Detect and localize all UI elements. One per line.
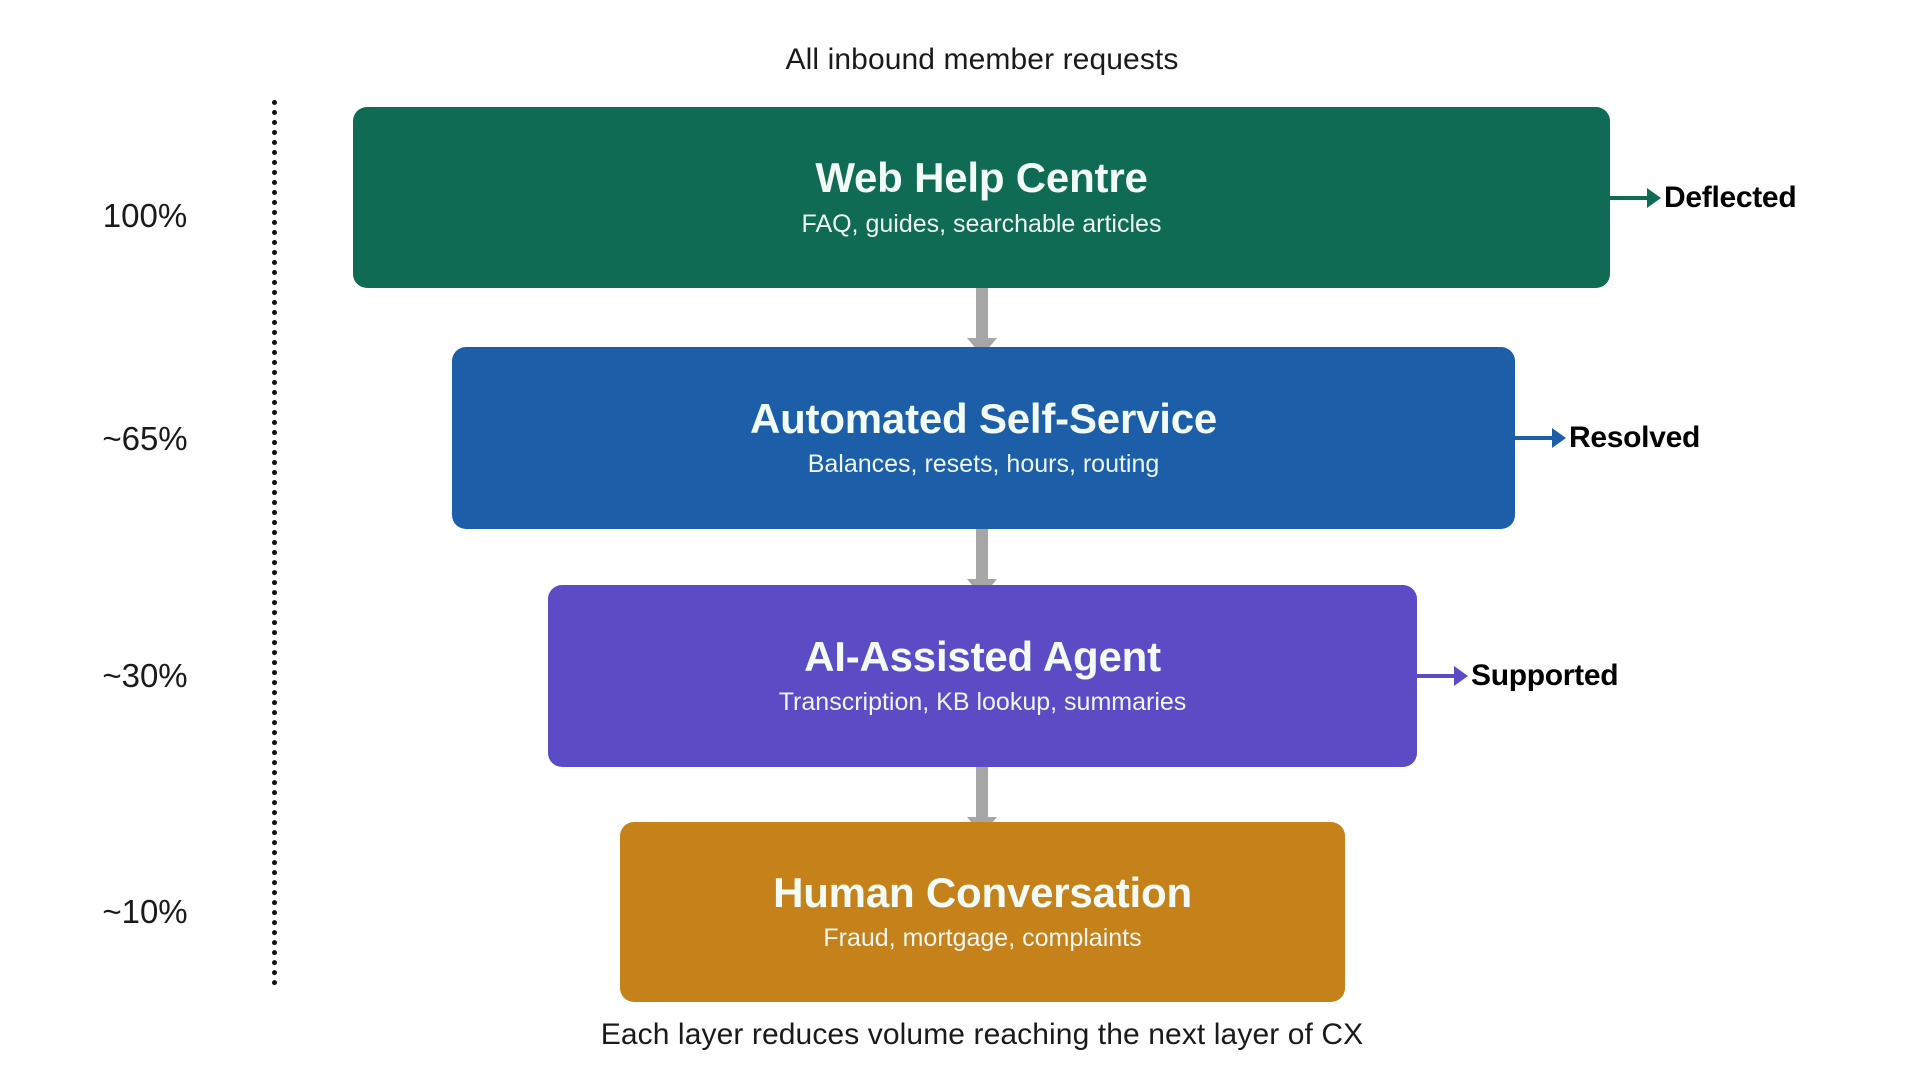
- pct-label-layer-3: ~30%: [102, 657, 188, 694]
- funnel-layer-ai-assisted-agent[interactable]: AI-Assisted Agent Transcription, KB look…: [548, 585, 1417, 767]
- resolved-arrow-line: [1515, 436, 1553, 440]
- layer-1-subtitle: FAQ, guides, searchable articles: [801, 209, 1162, 238]
- funnel-layer-human-conversation[interactable]: Human Conversation Fraud, mortgage, comp…: [620, 822, 1345, 1002]
- supported-arrow-line: [1417, 674, 1455, 678]
- bottom-caption-text: Each layer reduces volume reaching the n…: [600, 1018, 1364, 1051]
- connector-arrow-3: [976, 767, 988, 819]
- connector-arrow-2: [976, 529, 988, 581]
- outcome-resolved: Resolved: [1515, 418, 1700, 458]
- pct-label-layer-2: ~65%: [102, 420, 188, 457]
- layer-3-title: AI-Assisted Agent: [804, 632, 1161, 680]
- deflected-arrow-icon: [1647, 188, 1661, 208]
- outcome-label-deflected: Deflected: [1664, 181, 1797, 214]
- deflected-arrow-line: [1610, 196, 1648, 200]
- layer-3-subtitle: Transcription, KB lookup, summaries: [778, 688, 1187, 717]
- outcome-label-resolved: Resolved: [1569, 421, 1700, 454]
- layer-4-title: Human Conversation: [773, 868, 1192, 916]
- outcome-supported: Supported: [1417, 656, 1619, 696]
- pct-label-layer-4: ~10%: [102, 893, 188, 930]
- funnel-layer-web-help-centre[interactable]: Web Help Centre FAQ, guides, searchable …: [353, 107, 1610, 288]
- pct-label-layer-1: 100%: [102, 197, 188, 234]
- dotted-scale-axis: [272, 100, 277, 986]
- layer-4-subtitle: Fraud, mortgage, complaints: [823, 924, 1142, 953]
- layer-2-title: Automated Self-Service: [749, 394, 1218, 442]
- supported-arrow-icon: [1454, 666, 1468, 686]
- bottom-caption: Each layer reduces volume reaching the n…: [0, 1018, 1920, 1052]
- outcome-deflected: Deflected: [1610, 178, 1797, 218]
- resolved-arrow-icon: [1552, 428, 1566, 448]
- layer-1-title: Web Help Centre: [815, 154, 1148, 202]
- outcome-label-supported: Supported: [1471, 659, 1619, 692]
- top-caption-text: All inbound member requests: [785, 43, 1179, 76]
- top-caption: All inbound member requests: [0, 43, 1920, 77]
- layer-2-subtitle: Balances, resets, hours, routing: [807, 450, 1160, 479]
- connector-arrow-1: [976, 288, 988, 340]
- funnel-layer-automated-self-service[interactable]: Automated Self-Service Balances, resets,…: [452, 347, 1515, 529]
